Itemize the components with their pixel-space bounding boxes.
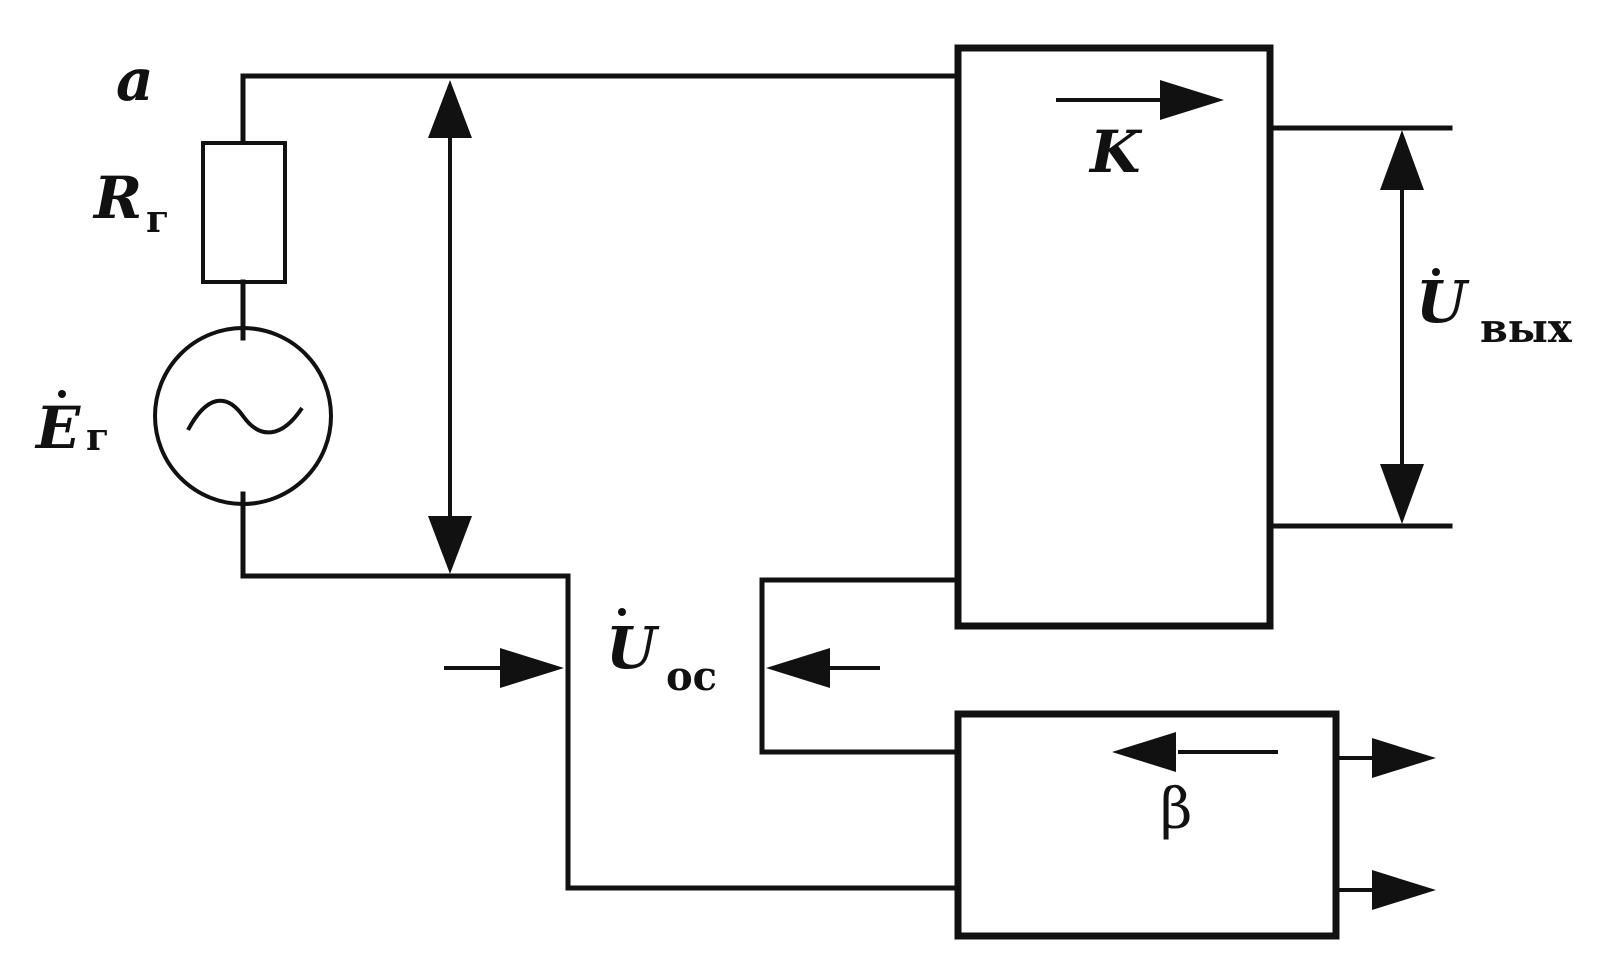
feedback-voltage-subscript: ос — [666, 653, 717, 700]
output-voltage-subscript: вых — [1480, 305, 1573, 352]
feedback-output-arrow-bottom — [1336, 870, 1436, 910]
output-voltage-dot-icon — [1432, 268, 1440, 276]
emf-label-subscript: г — [86, 414, 109, 459]
feedback-return-wire — [759, 577, 961, 755]
figure-label: a — [116, 46, 154, 114]
input-voltage-arrow — [428, 80, 472, 574]
amplifier-direction-arrow — [1056, 80, 1224, 120]
resistor-label: R — [92, 164, 142, 232]
feedback-voltage-right-arrow — [766, 648, 880, 688]
input-top-wire — [240, 73, 961, 143]
feedback-voltage-left-arrow — [444, 648, 564, 688]
emf-label: E — [34, 394, 81, 462]
feedback-voltage-dot-icon — [618, 608, 626, 616]
feedback-output-arrow-top — [1336, 738, 1436, 778]
emf-dot-icon — [58, 390, 66, 398]
generator-icon — [153, 326, 333, 506]
resistor-icon — [201, 141, 287, 284]
feedback-direction-arrow — [1112, 732, 1278, 772]
resistor-label-subscript: г — [146, 196, 169, 241]
feedback-voltage-label: U — [606, 614, 660, 682]
gain-label: K — [1088, 118, 1143, 186]
feedback-transfer-label: β — [1160, 777, 1192, 842]
input-bottom-wire — [240, 491, 961, 891]
output-voltage-label: U — [1416, 268, 1470, 336]
feedback-block — [954, 710, 1340, 940]
amplifier-block — [954, 44, 1274, 630]
sine-wave-icon — [186, 398, 304, 435]
output-voltage-arrow — [1380, 130, 1424, 524]
